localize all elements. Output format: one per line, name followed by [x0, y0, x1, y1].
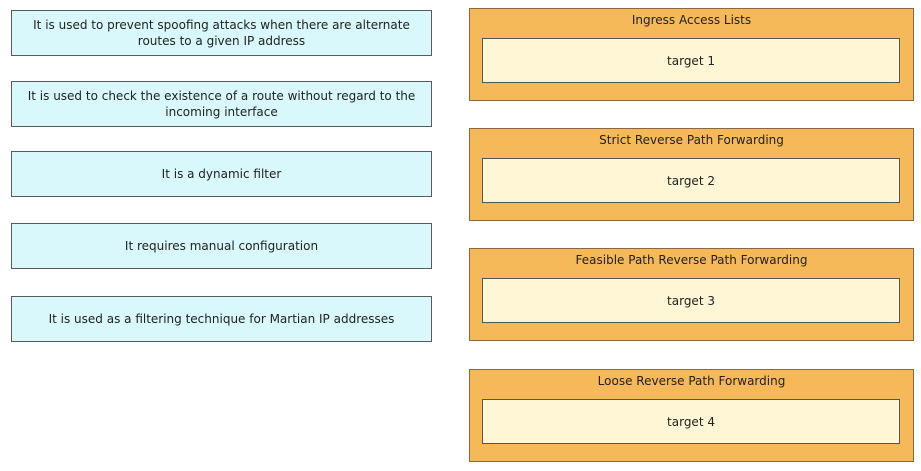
- zone-feasible-path-rpf: Feasible Path Reverse Path Forwarding ta…: [469, 248, 914, 341]
- zone-strict-rpf: Strict Reverse Path Forwarding target 2: [469, 128, 914, 221]
- source-item-martian[interactable]: It is used as a filtering technique for …: [11, 296, 432, 342]
- zone-loose-rpf: Loose Reverse Path Forwarding target 4: [469, 369, 914, 462]
- source-item-dynamic-filter[interactable]: It is a dynamic filter: [11, 151, 432, 197]
- drop-target-1[interactable]: target 1: [482, 38, 900, 83]
- source-item-spoofing[interactable]: It is used to prevent spoofing attacks w…: [11, 10, 432, 56]
- drop-target-4[interactable]: target 4: [482, 399, 900, 444]
- drop-target-3[interactable]: target 3: [482, 278, 900, 323]
- source-item-route-check[interactable]: It is used to check the existence of a r…: [11, 81, 432, 127]
- zone-title: Ingress Access Lists: [631, 13, 752, 27]
- zone-title: Strict Reverse Path Forwarding: [599, 133, 784, 147]
- source-item-manual-config[interactable]: It requires manual configuration: [11, 223, 432, 269]
- zone-ingress-access-lists: Ingress Access Lists target 1: [469, 8, 914, 101]
- zone-title: Feasible Path Reverse Path Forwarding: [575, 253, 808, 267]
- zone-title: Loose Reverse Path Forwarding: [597, 374, 786, 388]
- drop-target-2[interactable]: target 2: [482, 158, 900, 203]
